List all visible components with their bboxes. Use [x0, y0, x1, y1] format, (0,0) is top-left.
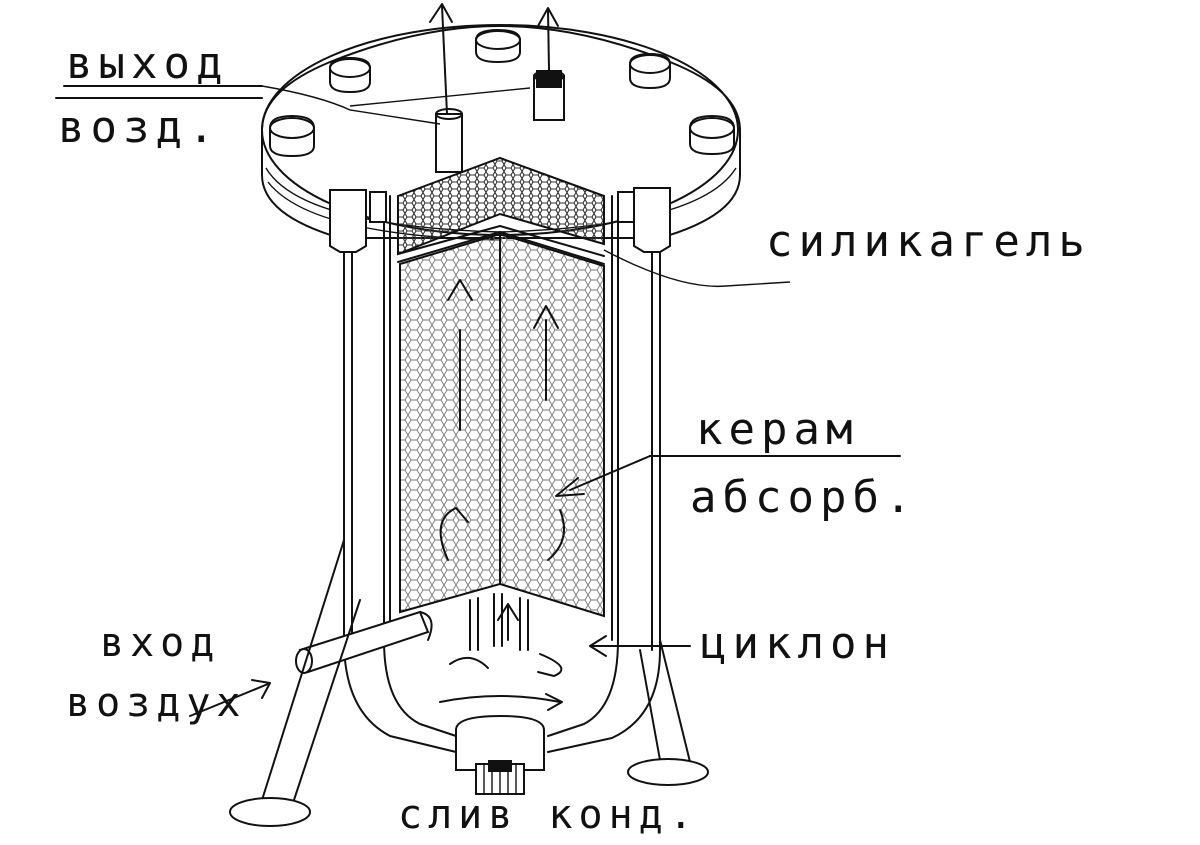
outlet-label-line1: выход: [66, 38, 228, 89]
bolt-icon: [269, 114, 315, 158]
label-outlet: выход возд.: [55, 38, 531, 153]
bolt-icon: [689, 114, 735, 156]
cyclone-chamber: [343, 593, 661, 795]
flange-bolts: [269, 28, 735, 158]
outlet-pipes: [429, 3, 565, 173]
outlet-label-line2: возд.: [58, 102, 220, 153]
inlet-label-line2: воздух: [66, 680, 247, 726]
label-ceramic: керам абсорб.: [555, 404, 917, 523]
ceramic-label-line2: абсорб.: [690, 472, 917, 523]
bolt-icon: [629, 52, 671, 90]
inlet-pipe: [295, 610, 433, 674]
ceramic-absorber: [399, 232, 605, 618]
inlet-label-line1: вход: [100, 620, 220, 666]
silica-gel-layer: [397, 156, 605, 265]
silica-label: силикагель: [766, 216, 1091, 267]
label-inlet: вход воздух: [66, 620, 271, 726]
support-legs: [229, 539, 709, 827]
cyclone-label: циклон: [700, 618, 895, 669]
vessel-body: [329, 187, 671, 651]
bolt-icon: [329, 56, 371, 94]
ceramic-label-line1: керам: [696, 404, 858, 455]
bolt-icon: [475, 28, 521, 64]
label-cyclone: циклон: [589, 618, 895, 669]
label-drain: слив конд.: [398, 792, 699, 838]
label-silica: силикагель: [603, 216, 1091, 288]
drain-label: слив конд.: [398, 792, 699, 838]
